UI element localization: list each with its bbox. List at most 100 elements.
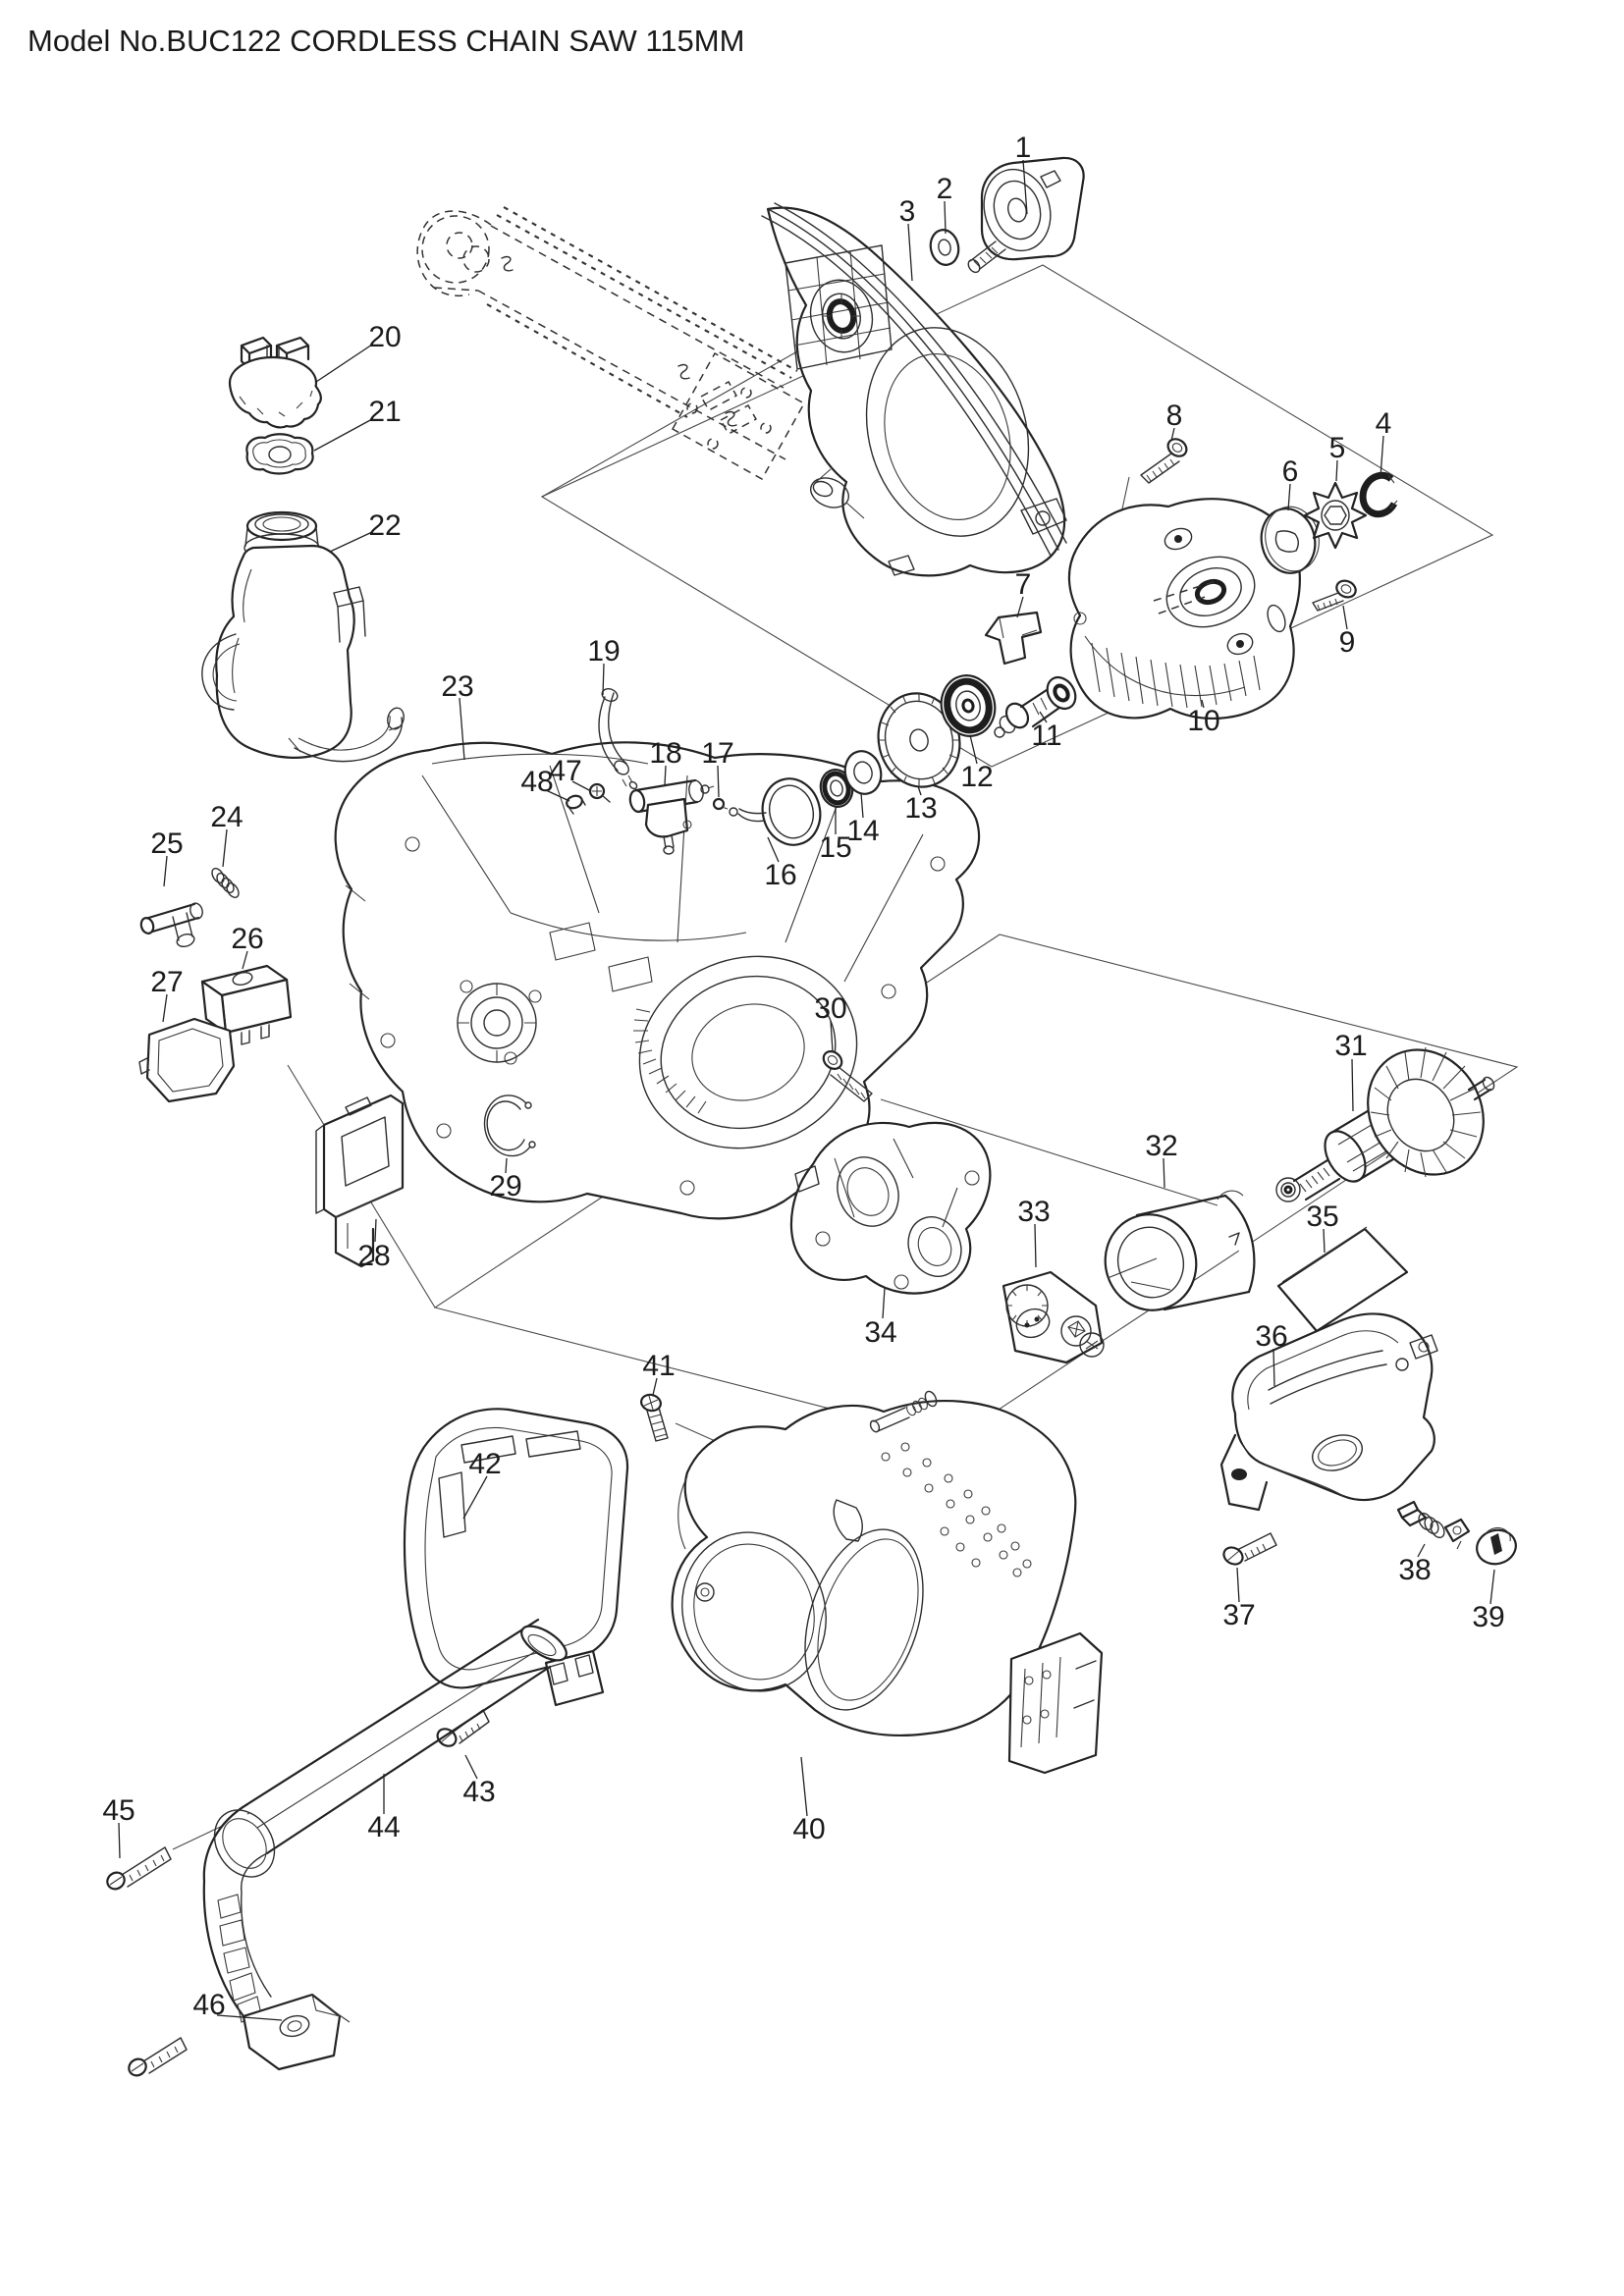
part-labels: 1234567891011121314151617181920212223242… <box>102 132 1504 2021</box>
leader-line-36 <box>1272 1348 1275 1387</box>
part-48-cap <box>566 794 586 815</box>
part-14-flat-washer <box>843 750 883 795</box>
leader-line-34 <box>882 1287 886 1319</box>
part-label-group-10: 10 <box>1187 699 1220 737</box>
leader-line-24 <box>222 828 228 868</box>
part-46-screw <box>128 2037 188 2077</box>
part-label-group-4: 4 <box>1376 407 1392 478</box>
part-5-sprocket <box>1303 481 1368 550</box>
part-number-1: 1 <box>1015 132 1032 164</box>
part-number-28: 28 <box>357 1240 390 1272</box>
part-number-11: 11 <box>1031 720 1061 752</box>
leader-line-45 <box>118 1822 121 1859</box>
part-number-21: 21 <box>368 396 401 428</box>
part-number-24: 24 <box>210 801 243 833</box>
leader-line-41 <box>652 1377 658 1396</box>
part-number-31: 31 <box>1334 1030 1367 1062</box>
part-label-group-27: 27 <box>150 966 184 1023</box>
part-9-screw <box>1312 579 1357 612</box>
part-number-4: 4 <box>1376 407 1392 440</box>
part-number-22: 22 <box>368 509 401 542</box>
leader-line-10 <box>1201 699 1205 709</box>
part-12-ball-bearing <box>940 674 997 737</box>
part-label-group-47: 47 <box>549 755 592 792</box>
part-number-25: 25 <box>150 828 183 860</box>
leader-line-29 <box>505 1157 508 1174</box>
part-number-33: 33 <box>1017 1196 1050 1228</box>
part-label-group-24: 24 <box>210 801 244 868</box>
part-number-10: 10 <box>1187 705 1219 737</box>
part-number-42: 42 <box>468 1448 501 1480</box>
part-number-13: 13 <box>904 792 937 825</box>
part-33-brush-holder <box>1001 1270 1105 1364</box>
part-number-12: 12 <box>960 761 993 793</box>
part-label-group-33: 33 <box>1017 1196 1051 1268</box>
part-number-37: 37 <box>1222 1599 1255 1631</box>
part-label-group-28: 28 <box>357 1218 391 1272</box>
part-45-screw <box>106 1846 172 1891</box>
part-label-group-11: 11 <box>1031 711 1062 752</box>
part-number-19: 19 <box>587 635 620 667</box>
leader-line-46 <box>216 2014 283 2021</box>
part-39-brush-cap <box>1476 1526 1517 1566</box>
part-number-5: 5 <box>1329 432 1346 464</box>
leader-line-28 <box>374 1218 377 1243</box>
leader-line-43 <box>464 1754 478 1780</box>
part-number-26: 26 <box>231 923 263 955</box>
part-17-steel-ball <box>712 797 726 811</box>
leader-line-47 <box>571 780 592 792</box>
part-number-45: 45 <box>102 1794 135 1827</box>
leader-line-16 <box>767 836 780 863</box>
part-label-group-16: 16 <box>764 836 797 891</box>
part-label-group-7: 7 <box>1015 568 1031 618</box>
part-label-group-21: 21 <box>313 396 402 452</box>
part-label-group-36: 36 <box>1255 1320 1288 1387</box>
part-number-15: 15 <box>819 831 851 864</box>
leader-line-23 <box>459 697 465 761</box>
leader-line-11 <box>1039 711 1048 723</box>
leader-line-2 <box>944 200 947 235</box>
leader-line-33 <box>1034 1223 1037 1268</box>
part-number-35: 35 <box>1306 1201 1338 1233</box>
part-number-38: 38 <box>1398 1554 1431 1586</box>
part-number-17: 17 <box>701 737 733 770</box>
part-34-motor-bracket <box>789 1121 992 1295</box>
leader-line-22 <box>329 531 373 553</box>
part-number-48: 48 <box>520 766 553 798</box>
leader-line-17 <box>717 765 720 798</box>
leader-line-26 <box>242 950 248 970</box>
part-label-group-15: 15 <box>819 806 852 864</box>
part-label-group-18: 18 <box>649 737 682 786</box>
leader-line-39 <box>1489 1569 1495 1605</box>
part-label-group-37: 37 <box>1222 1567 1256 1631</box>
leader-line-14 <box>860 792 864 819</box>
part-label-group-39: 39 <box>1472 1569 1505 1633</box>
part-number-30: 30 <box>814 992 846 1025</box>
part-label-group-20: 20 <box>315 321 402 383</box>
part-3-sprocket-guard <box>761 202 1067 577</box>
part-label-group-35: 35 <box>1306 1201 1339 1254</box>
part-label-group-14: 14 <box>846 792 880 847</box>
part-number-47: 47 <box>549 755 581 787</box>
leader-line-31 <box>1351 1058 1354 1112</box>
part-1-sprocket-cover <box>967 156 1085 274</box>
part-40-handle-housing <box>671 1390 1104 1775</box>
part-label-group-48: 48 <box>520 766 570 802</box>
part-41-screw <box>640 1393 669 1442</box>
part-37-screw <box>1222 1532 1277 1566</box>
part-label-group-26: 26 <box>231 923 264 970</box>
part-number-20: 20 <box>368 321 401 353</box>
part-number-29: 29 <box>489 1170 521 1202</box>
part-16-seal-ring <box>721 777 822 846</box>
part-22-oil-tank <box>201 510 405 763</box>
part-27-switch-cover <box>138 1017 236 1103</box>
part-label-group-45: 45 <box>102 1794 135 1859</box>
part-label-group-43: 43 <box>462 1754 496 1808</box>
part-label-group-6: 6 <box>1282 455 1298 511</box>
leader-line-21 <box>313 418 373 452</box>
part-label-group-17: 17 <box>701 737 734 798</box>
part-label-group-12: 12 <box>960 734 994 793</box>
part-number-2: 2 <box>937 173 953 205</box>
part-label-group-38: 38 <box>1398 1543 1432 1586</box>
